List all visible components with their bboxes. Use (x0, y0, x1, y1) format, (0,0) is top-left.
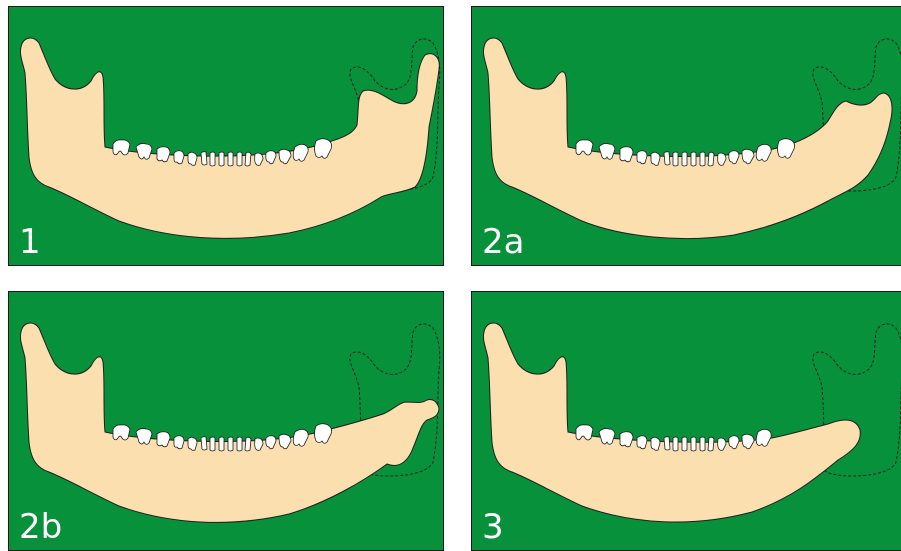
mandible-diagram (9, 292, 444, 551)
mandible-diagram (472, 292, 901, 551)
mandible-diagram (472, 7, 901, 266)
panel-label: 2a (482, 225, 524, 259)
panel-label: 3 (482, 510, 504, 544)
panel-1: 1 (8, 6, 444, 266)
panel-label: 2b (19, 510, 62, 544)
panel-2b: 2b (8, 291, 444, 551)
panel-2a: 2a (471, 6, 901, 266)
mandible-diagram (9, 7, 444, 266)
panel-3: 3 (471, 291, 901, 551)
panel-label: 1 (19, 225, 41, 259)
